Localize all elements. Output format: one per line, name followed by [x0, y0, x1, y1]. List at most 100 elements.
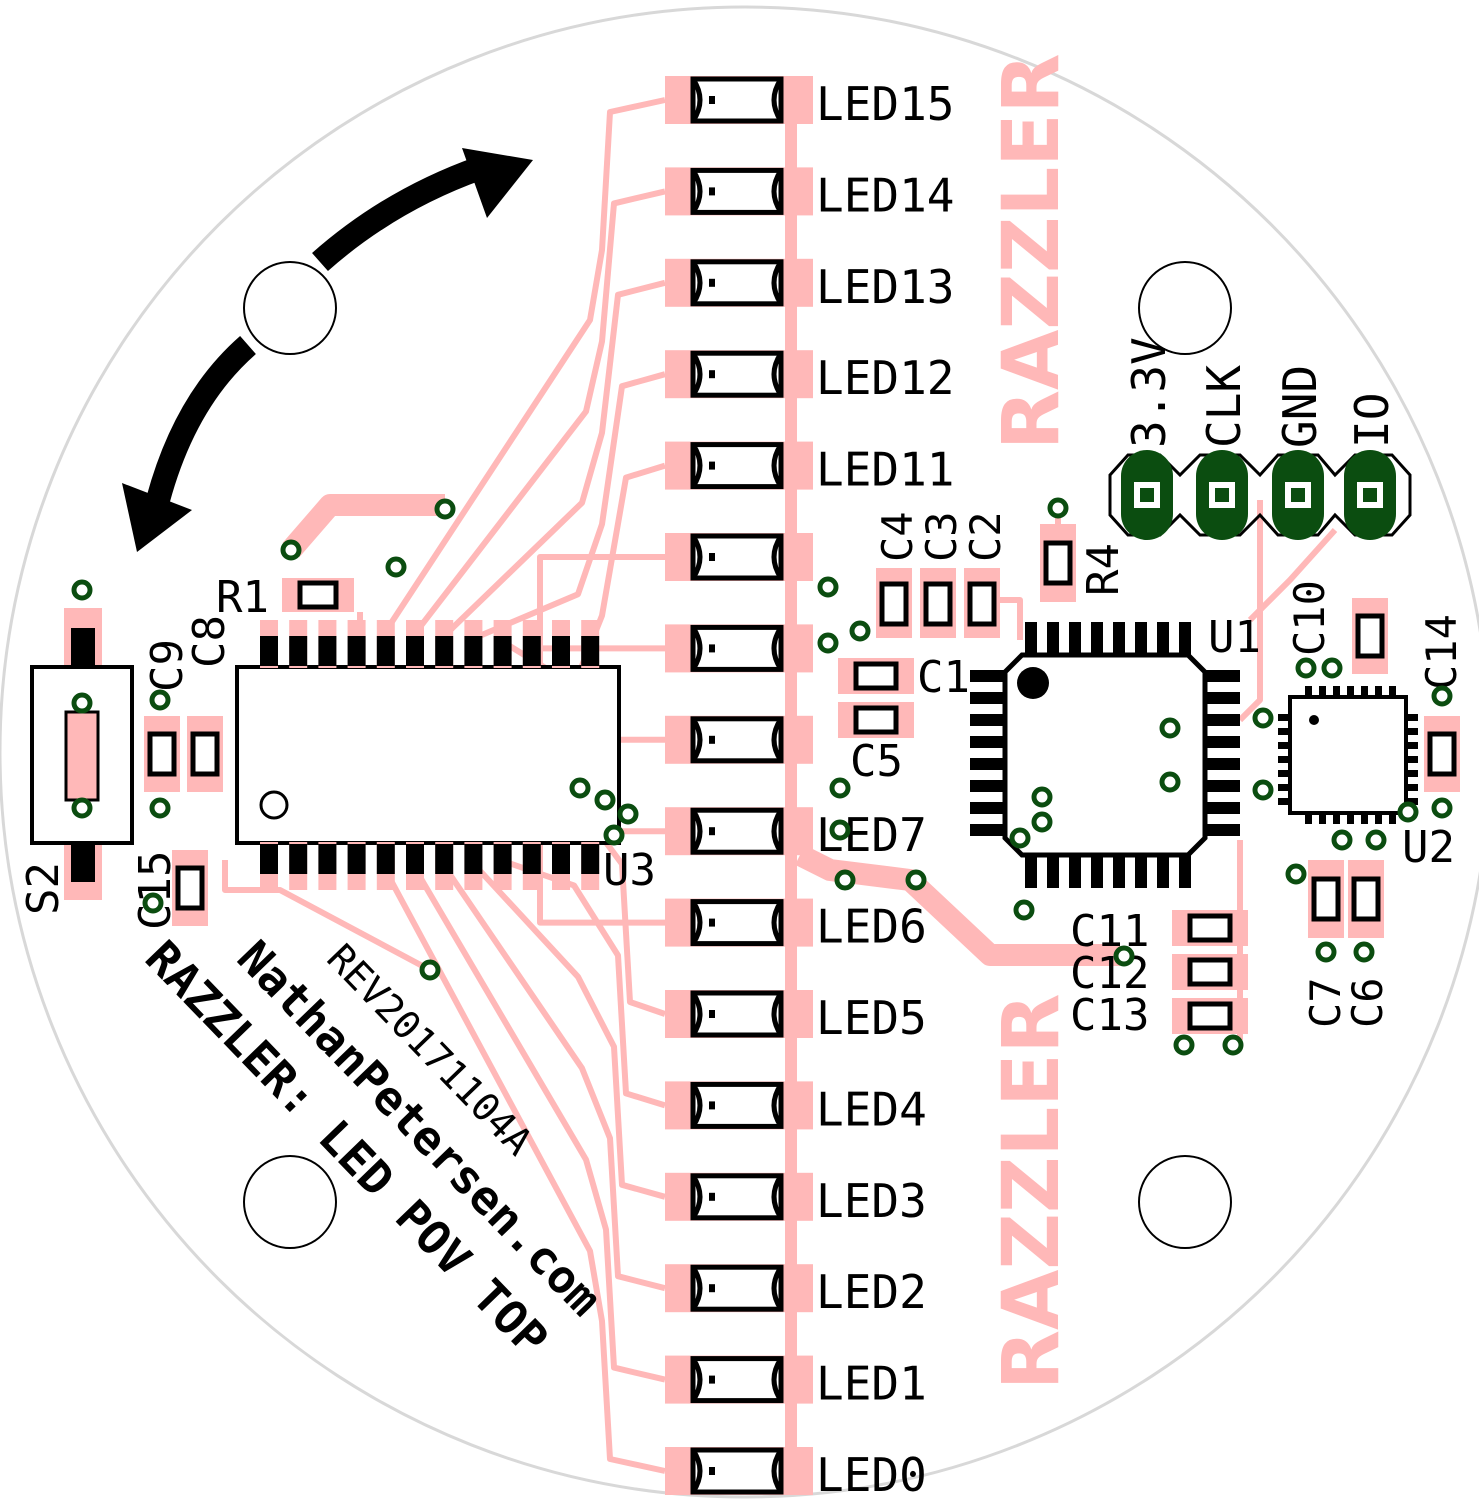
led-label: LED14	[816, 168, 954, 222]
via	[829, 819, 851, 841]
led	[665, 715, 813, 764]
brand-text-top: RAZZLER	[987, 53, 1077, 450]
c11-c12-c13-capacitors	[1172, 910, 1248, 1034]
c11-label: C11	[1070, 906, 1149, 957]
via	[1159, 771, 1181, 793]
via	[1013, 899, 1035, 921]
via	[71, 579, 93, 601]
via	[1315, 941, 1337, 963]
u3-pins	[260, 620, 600, 890]
led	[665, 76, 813, 124]
rotation-arrow-icon	[122, 148, 533, 552]
led	[665, 441, 813, 490]
c9-label: C9	[142, 639, 193, 692]
led	[665, 350, 813, 399]
via	[71, 797, 93, 819]
c8-c9-capacitors	[144, 716, 223, 792]
via	[1331, 829, 1353, 851]
header-pin-label: 3.3V	[1122, 337, 1176, 448]
header-pin-label: CLK	[1197, 365, 1251, 448]
via	[1159, 717, 1181, 739]
led-label: LED6	[816, 900, 927, 954]
via	[569, 777, 591, 799]
via	[1047, 497, 1069, 519]
led	[665, 1447, 813, 1495]
header-pin-io	[1344, 450, 1396, 540]
header-pin-gnd	[1272, 450, 1324, 540]
c3-label: C3	[917, 511, 966, 562]
c15-label: C15	[130, 851, 181, 930]
u1-pins	[970, 622, 1240, 888]
via	[905, 869, 927, 891]
led-label: LED11	[816, 443, 954, 497]
c4-label: C4	[873, 511, 922, 562]
c6-label: C6	[1343, 977, 1392, 1028]
led	[665, 533, 813, 581]
via	[1252, 779, 1274, 801]
pin1-marker-icon	[259, 790, 289, 820]
r4-resistor	[1040, 524, 1076, 602]
led-label: LED0	[816, 1448, 927, 1502]
via	[1321, 657, 1343, 679]
header-pin-3v3	[1121, 450, 1173, 540]
c2-c3-c4-capacitors	[876, 568, 1000, 638]
via	[385, 556, 407, 578]
led	[665, 167, 813, 216]
c1-c5-capacitors	[838, 658, 914, 738]
via	[1285, 863, 1307, 885]
via	[1222, 1034, 1244, 1056]
c2-label: C2	[961, 511, 1010, 562]
u3-label: U3	[603, 845, 656, 896]
via	[1397, 801, 1419, 823]
mounting-holes	[243, 261, 1232, 1249]
led-label: LED2	[816, 1265, 927, 1319]
via	[71, 692, 93, 714]
via	[149, 689, 171, 711]
c12-label: C12	[1070, 948, 1149, 999]
via	[1431, 685, 1453, 707]
via	[1252, 707, 1274, 729]
via	[1031, 786, 1053, 808]
s2-label: S2	[18, 862, 69, 915]
c8-label: C8	[184, 615, 235, 668]
via	[603, 824, 625, 846]
mounting-hole	[1138, 1155, 1232, 1249]
mounting-hole	[243, 1155, 337, 1249]
pin1-marker-icon	[1309, 715, 1319, 725]
via	[1009, 827, 1031, 849]
led	[665, 990, 813, 1038]
led-label: LED12	[816, 351, 954, 405]
via	[594, 789, 616, 811]
led-label: LED3	[816, 1174, 927, 1228]
c1-label: C1	[917, 652, 970, 703]
c10-label: C10	[1285, 580, 1334, 656]
c15-capacitor	[172, 850, 208, 926]
led	[665, 624, 813, 673]
led	[665, 898, 813, 947]
led-label: LED1	[816, 1357, 927, 1411]
via	[142, 892, 164, 914]
c5-label: C5	[850, 736, 903, 787]
via	[1431, 797, 1453, 819]
via	[419, 959, 441, 981]
c10-c14-capacitors	[1352, 598, 1460, 792]
brand-text-bottom: RAZZLER	[987, 993, 1077, 1390]
led-label: LED15	[816, 77, 954, 131]
u2-sensor	[1278, 686, 1418, 824]
led-label: LED5	[816, 991, 927, 1045]
u2-label: U2	[1402, 822, 1455, 873]
mounting-hole	[243, 261, 337, 355]
led	[665, 1355, 813, 1404]
pin1-marker-icon	[1017, 667, 1049, 699]
mounting-hole	[1138, 261, 1232, 355]
c13-label: C13	[1070, 990, 1149, 1041]
header-pin-label: IO	[1345, 393, 1399, 448]
u3-driver-ic	[235, 620, 621, 890]
via	[1173, 1034, 1195, 1056]
via	[817, 632, 839, 654]
u1-mcu	[970, 622, 1240, 888]
led-label: LED4	[816, 1082, 927, 1136]
via	[434, 498, 456, 520]
via	[280, 539, 302, 561]
